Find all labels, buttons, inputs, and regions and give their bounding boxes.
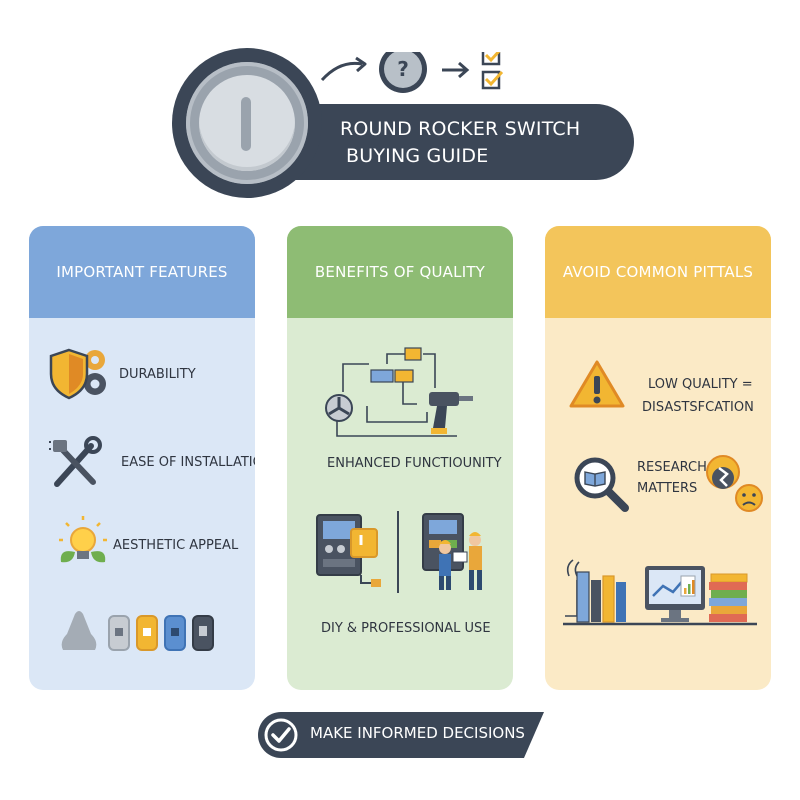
system-diagram-icon xyxy=(325,347,473,437)
pitfall-research: RESEARCH xyxy=(637,460,707,475)
panel-important-features: IMPORTANT FEATURES DURABILITY EASE OF IN… xyxy=(29,226,255,690)
header-flow-icons: ? xyxy=(320,52,504,93)
magnifier-book-icon xyxy=(574,457,629,512)
page-title: ROUND ROCKER SWITCH BUYING GUIDE xyxy=(340,116,580,170)
drill-icon xyxy=(429,392,473,434)
workstation-books-icon xyxy=(563,559,757,626)
technicians-icon xyxy=(422,513,482,590)
broken-helmet-sad-icon xyxy=(706,455,763,512)
divider xyxy=(397,511,399,593)
electrical-panel-icon xyxy=(316,514,381,587)
panel-benefits-of-quality: BENEFITS OF QUALITY ENHANCED FUNCTIOUNIT… xyxy=(287,226,513,690)
warning-icon xyxy=(569,360,625,408)
feature-aesthetic-appeal: AESTHETIC APPEAL xyxy=(113,538,239,553)
footer-banner xyxy=(258,712,544,758)
switch-variants-icon xyxy=(61,611,214,651)
pitfall-low-quality: LOW QUALITY = xyxy=(648,377,753,392)
benefit-enhanced-functionality: ENHANCED FUNCTIOUNITY xyxy=(327,456,502,471)
title-line-2: BUYING GUIDE xyxy=(346,145,489,167)
feature-durability: DURABILITY xyxy=(119,367,196,382)
pitfall-matters: MATTERS xyxy=(637,481,698,496)
panel-heading: BENEFITS OF QUALITY xyxy=(287,226,513,318)
check-circle-icon xyxy=(264,718,298,752)
arrow-right-icon xyxy=(458,61,470,79)
panel-avoid-common-pitfalls: AVOID COMMON PITTALS LOW QUALITY = DISAS… xyxy=(545,226,771,690)
lightbulb-leaf-icon xyxy=(59,516,107,563)
panel-heading: IMPORTANT FEATURES xyxy=(29,226,255,318)
wrench-plug-icon xyxy=(49,436,102,487)
title-line-1: ROUND ROCKER SWITCH xyxy=(340,118,581,140)
question-mark: ? xyxy=(397,57,409,81)
checklist-icon xyxy=(481,52,504,90)
footer-label: MAKE INFORMED DECISIONS xyxy=(310,724,525,742)
pitfall-dissatisfaction: DISASTSFCATION xyxy=(642,400,754,415)
benefit-diy-professional-use: DIY & PROFESSIONAL USE xyxy=(321,621,491,636)
rocker-switch-indicator xyxy=(241,97,251,151)
shield-gear-icon xyxy=(49,348,106,400)
feature-ease-of-installation: EASE OF INSTALLATION xyxy=(121,455,255,470)
curved-arrow-icon xyxy=(320,61,363,82)
panel-heading: AVOID COMMON PITTALS xyxy=(545,226,771,318)
